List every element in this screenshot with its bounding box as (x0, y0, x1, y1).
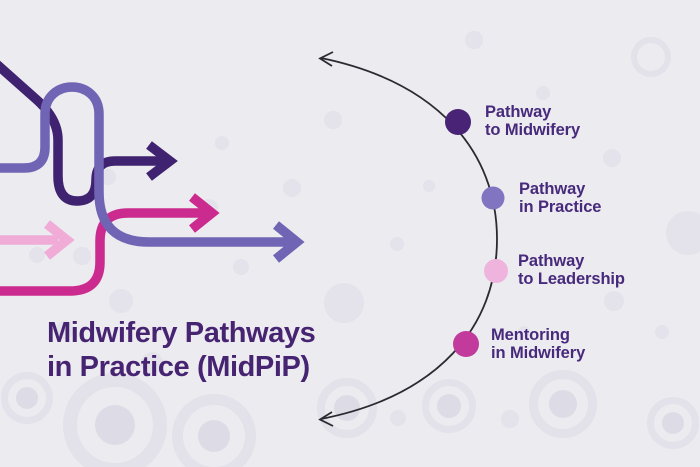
milestone-dot-pathway-to-midwifery (445, 109, 471, 135)
label-pathway-to-leadership: Pathway to Leadership (518, 252, 625, 288)
pathway-line-mid-purple (0, 82, 305, 263)
arrow-right-icon (44, 220, 75, 260)
page-title: Midwifery Pathways in Practice (MidPiP) (47, 316, 316, 384)
label-line: in Practice (519, 198, 602, 216)
arrow-right-icon (273, 221, 305, 263)
page-title-line2: in Practice (MidPiP) (47, 351, 310, 383)
pathway-line-dark-purple (0, 60, 178, 206)
milestone-dot-pathway-in-practice (481, 186, 505, 210)
arrow-right-icon (189, 193, 220, 233)
milestone-dot-mentoring-in-midwifery (453, 331, 479, 357)
arrow-right-icon (146, 141, 178, 181)
label-line: in Midwifery (491, 344, 586, 362)
arc-curve (320, 57, 498, 420)
milestone-dot-pathway-to-leadership (484, 259, 508, 283)
label-line: Mentoring (491, 326, 570, 344)
dark-purple-path (0, 60, 164, 206)
label-line: to Leadership (518, 270, 625, 288)
pathway-line-magenta (0, 193, 220, 296)
pathway-arc (318, 51, 498, 427)
pathway-line-light-pink (0, 220, 75, 260)
arrow-left-icon (318, 411, 334, 427)
page-title-line1: Midwifery Pathways (47, 317, 316, 349)
arrow-left-icon (318, 51, 334, 67)
label-line: Pathway (519, 180, 586, 198)
mid-purple-path (0, 82, 290, 247)
label-line: Pathway (485, 103, 552, 121)
label-line: Pathway (518, 252, 585, 270)
label-pathway-to-midwifery: Pathway to Midwifery (485, 103, 580, 139)
label-pathway-in-practice: Pathway in Practice (519, 180, 601, 216)
label-mentoring-in-midwifery: Mentoring in Midwifery (491, 326, 585, 362)
magenta-path (0, 208, 206, 296)
label-line: to Midwifery (485, 121, 581, 139)
